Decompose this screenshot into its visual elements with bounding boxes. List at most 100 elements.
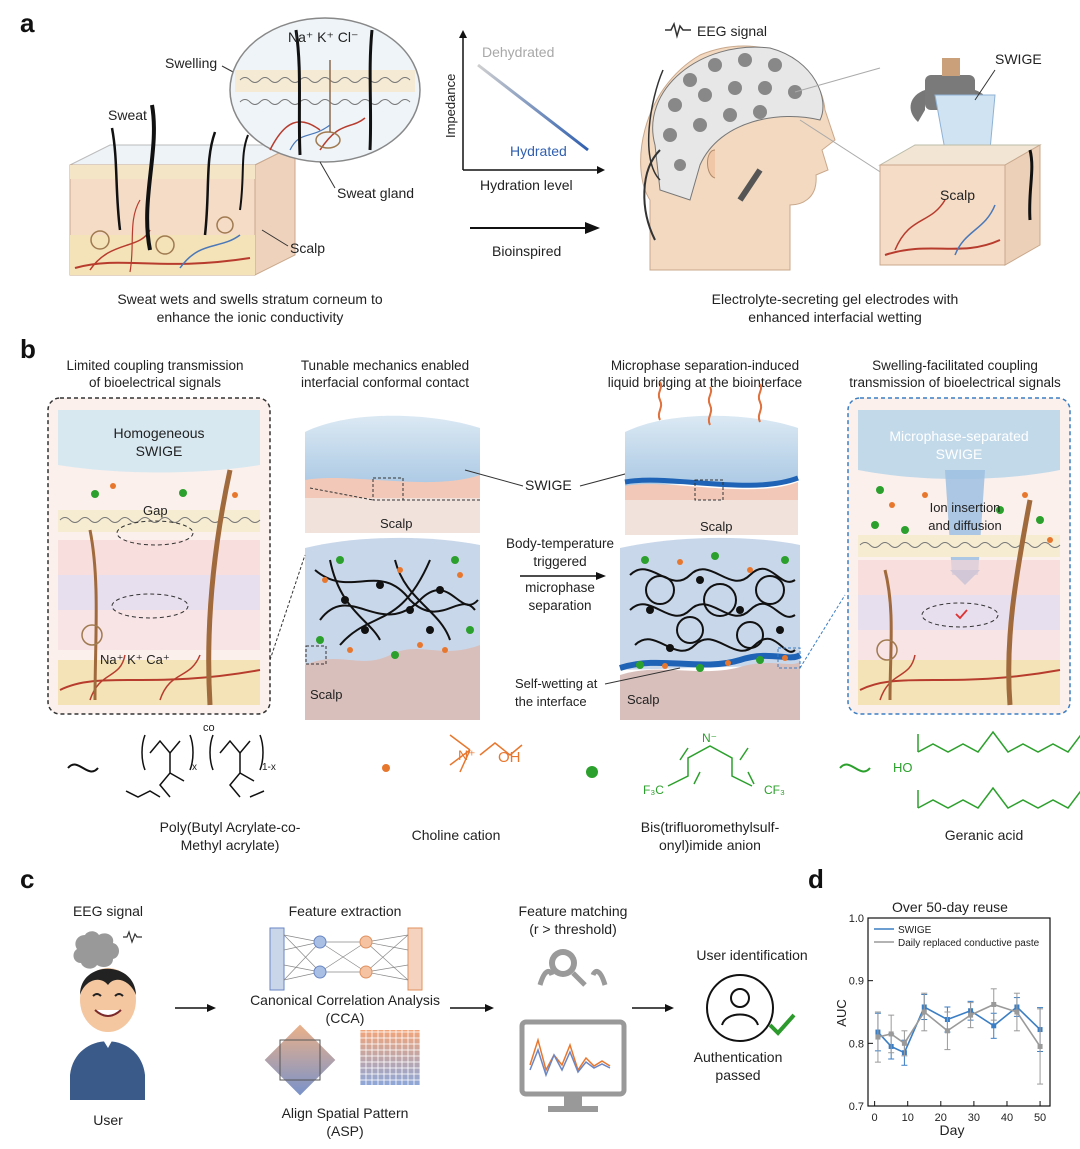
label-hydrated: Hydrated (510, 143, 567, 159)
x-tick-label: 10 (902, 1112, 914, 1124)
data-point (944, 1028, 950, 1034)
data-point (888, 1031, 894, 1037)
b-microphase-1: Microphase-separated (889, 428, 1028, 444)
c-asp-1: Align Spatial Pattern (282, 1105, 409, 1121)
c-threshold: (r > threshold) (529, 921, 617, 937)
c-auth-2: passed (715, 1067, 760, 1083)
label-eeg-signal-a: EEG signal (697, 23, 767, 39)
chart-title: Over 50-day reuse (892, 899, 1008, 915)
b-scalp-4: Scalp (627, 692, 660, 707)
b-gap: Gap (143, 503, 168, 518)
data-point (991, 1023, 997, 1029)
c-cca-1: Canonical Correlation Analysis (250, 992, 440, 1008)
b-title2-2: interfacial conformal contact (301, 375, 469, 390)
axis-impedance: Impedance (443, 74, 458, 138)
data-point (991, 1001, 997, 1007)
b-scalp-1: Scalp (380, 516, 413, 531)
x-tick-label: 50 (1034, 1112, 1046, 1124)
chem-ho: HO (893, 760, 913, 775)
b-homogeneous-1: Homogeneous (113, 425, 204, 441)
chem-n-minus: N⁻ (702, 731, 717, 745)
chem-n-plus: N⁺ (458, 747, 476, 763)
data-point (921, 1009, 927, 1015)
b-title4-2: transmission of bioelectrical signals (849, 375, 1061, 390)
y-tick-label: 1.0 (849, 913, 864, 925)
b-trigger-2: triggered (533, 554, 586, 569)
x-tick-label: 0 (872, 1112, 878, 1124)
label-scalp-a-right: Scalp (940, 187, 975, 203)
panel-label-d: d (808, 864, 824, 894)
chem3-name-1: Bis(trifluoromethylsulf- (641, 819, 780, 835)
label-ions-a: Na⁺ K⁺ Cl⁻ (288, 29, 358, 45)
legend-label: Daily replaced conductive paste (898, 938, 1040, 949)
chem-co: co (203, 722, 215, 734)
b-trigger-1: Body-temperature (506, 536, 614, 551)
b-ion-insertion-2: and diffusion (928, 518, 1002, 533)
label-dehydrated: Dehydrated (482, 44, 554, 60)
c-feature-extraction: Feature extraction (289, 903, 402, 919)
axis-hydration: Hydration level (480, 177, 573, 193)
user-check-icon (706, 974, 796, 1042)
b-title2-1: Tunable mechanics enabled (301, 358, 469, 373)
chem4-name: Geranic acid (945, 827, 1024, 843)
chem2-name: Choline cation (412, 827, 501, 843)
magnified-skin-circle (229, 17, 421, 163)
b-title1-2: of bioelectrical signals (89, 375, 221, 390)
data-point (1014, 1009, 1020, 1015)
c-auth-1: Authentication (694, 1049, 783, 1065)
b-title3-2: liquid bridging at the biointerface (608, 375, 802, 390)
caption-right-a1: Electrolyte-secreting gel electrodes wit… (712, 291, 959, 307)
x-tick-label: 20 (935, 1112, 947, 1124)
c-asp-2: (ASP) (326, 1123, 363, 1139)
chem-1x: 1-x (262, 762, 276, 773)
panel-label-b: b (20, 334, 36, 364)
b-ions: Na⁺ K⁺ Ca⁺ (100, 652, 170, 667)
panel-label-c: c (20, 864, 34, 894)
c-user-identification: User identification (696, 947, 807, 963)
impedance-plot (459, 30, 605, 174)
panel-label-a: a (20, 8, 35, 38)
label-bioinspired: Bioinspired (492, 243, 561, 259)
chem-oh: OH (498, 749, 521, 766)
b-title3-1: Microphase separation-induced (611, 358, 799, 373)
monitor-icon (519, 1019, 627, 1112)
b-scalp-3: Scalp (700, 519, 733, 534)
label-sweat-gland: Sweat gland (337, 185, 414, 201)
label-scalp-a: Scalp (290, 240, 325, 256)
caption-left-a1: Sweat wets and swells stratum corneum to (117, 291, 383, 307)
chart-ylabel: AUC (834, 999, 849, 1026)
c-feature-matching: Feature matching (519, 903, 628, 919)
chem-cf3: CF₃ (764, 783, 785, 797)
swige-electrode-scalp (878, 58, 1042, 266)
b-title4-1: Swelling-facilitated coupling (872, 358, 1038, 373)
skin-block-left (69, 104, 296, 276)
caption-left-a2: enhance the ionic conductivity (157, 309, 344, 325)
data-point (901, 1040, 907, 1046)
plot-frame (867, 917, 1051, 1107)
y-tick-label: 0.7 (849, 1101, 864, 1113)
c-eeg-signal: EEG signal (73, 903, 143, 919)
c-cca-2: (CCA) (326, 1010, 365, 1026)
label-swelling: Swelling (165, 55, 217, 71)
y-tick-label: 0.8 (849, 1038, 864, 1050)
chem-structures (67, 730, 1080, 809)
chem3-name-2: onyl)imide anion (659, 837, 761, 853)
search-user-icon (537, 949, 608, 987)
b-self-wetting-2: the interface (515, 694, 587, 709)
b-conformal-contact (305, 415, 480, 720)
data-point (968, 1012, 974, 1018)
b-trigger-3: microphase (525, 580, 595, 595)
label-swige-a: SWIGE (995, 51, 1042, 67)
caption-right-a2: enhanced interfacial wetting (748, 309, 922, 325)
chem-f3c: F₃C (643, 783, 664, 797)
data-point (1037, 1043, 1043, 1049)
asp-pattern (264, 1024, 420, 1096)
legend-label: SWIGE (898, 925, 932, 936)
b-box-homogeneous (47, 397, 271, 715)
b-microphase-separation (619, 381, 802, 720)
b-ion-insertion-1: Ion insertion (930, 500, 1001, 515)
b-homogeneous-2: SWIGE (136, 443, 183, 459)
b-swige-label: SWIGE (525, 477, 572, 493)
